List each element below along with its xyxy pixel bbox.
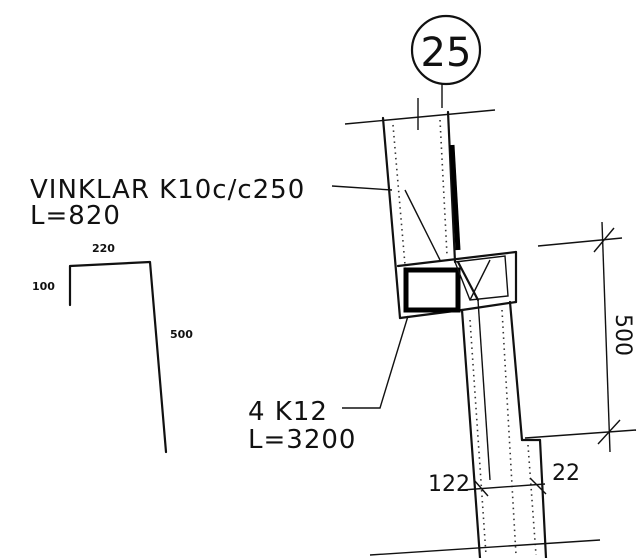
- bar-crossing-2: [469, 259, 491, 301]
- bar-length: L=3200: [248, 425, 356, 455]
- grid-marker: 25: [410, 14, 482, 108]
- stirrup-leader: [331, 185, 393, 191]
- upper-wall-heavy-bar: [449, 144, 461, 251]
- bar-callout: 4 K12 L=3200: [248, 315, 409, 455]
- lower-wall-right-edge: [508, 300, 524, 442]
- upper-wall: [381, 110, 461, 320]
- dim-tick-top: [593, 227, 615, 253]
- stirrup-length: L=820: [30, 201, 121, 231]
- stirrup-box-right: [454, 255, 509, 301]
- stirrup-callout: VINKLAR K10c/c250 L=820: [30, 175, 393, 231]
- beam-block: [396, 250, 518, 320]
- stirrup-dim-top: 220: [92, 242, 115, 255]
- lower-wall-bar: [477, 299, 491, 481]
- grid-label: 25: [421, 30, 472, 76]
- lower-wall-rebar-right: [501, 309, 517, 556]
- beam-top-edge: [396, 250, 518, 268]
- offset-dimensions: 122 22: [428, 461, 580, 497]
- top-cut-line: [344, 109, 496, 125]
- stirrup-spec: VINKLAR K10c/c250: [30, 175, 305, 205]
- lower-wall-right-edge-2: [538, 438, 548, 558]
- upper-wall-rebar-right: [439, 119, 448, 256]
- dim-left-offset-label: 122: [428, 472, 470, 497]
- upper-wall-right-edge: [446, 110, 457, 264]
- dim-ext-top: [537, 237, 623, 247]
- bar-spec: 4 K12: [248, 397, 328, 427]
- lower-wall-rebar-left: [469, 319, 487, 556]
- grid-circle: [410, 14, 482, 86]
- bottom-cut-line: [369, 539, 601, 556]
- upper-wall-left-edge: [381, 116, 402, 320]
- bar-leader: [342, 315, 409, 409]
- stirrup-shape: 220 100 500: [32, 242, 193, 454]
- vertical-dimension: 500: [524, 221, 637, 453]
- stirrup-box-left: [403, 267, 461, 313]
- dim-vertical-label: 500: [610, 314, 635, 356]
- dim-right-offset-label: 22: [552, 461, 580, 486]
- lower-wall-rebar-outer: [527, 444, 537, 556]
- stirrup-shape-line: [68, 260, 168, 454]
- dim-tick-bottom: [597, 419, 621, 445]
- offset-tick-2: [529, 477, 547, 495]
- bar-crossing-1: [456, 260, 480, 302]
- dim-ext-bottom: [524, 429, 637, 439]
- lower-wall-left-edge: [460, 308, 482, 558]
- dim-line: [601, 221, 611, 453]
- lower-section-line: [461, 483, 546, 491]
- beam-bottom-right: [460, 300, 518, 312]
- lower-wall: [369, 299, 601, 558]
- stirrup-diagonal: [404, 189, 441, 261]
- stirrup-dim-side: 500: [170, 328, 193, 341]
- stirrup-dim-left: 100: [32, 280, 55, 293]
- offset-tick-1: [473, 479, 489, 497]
